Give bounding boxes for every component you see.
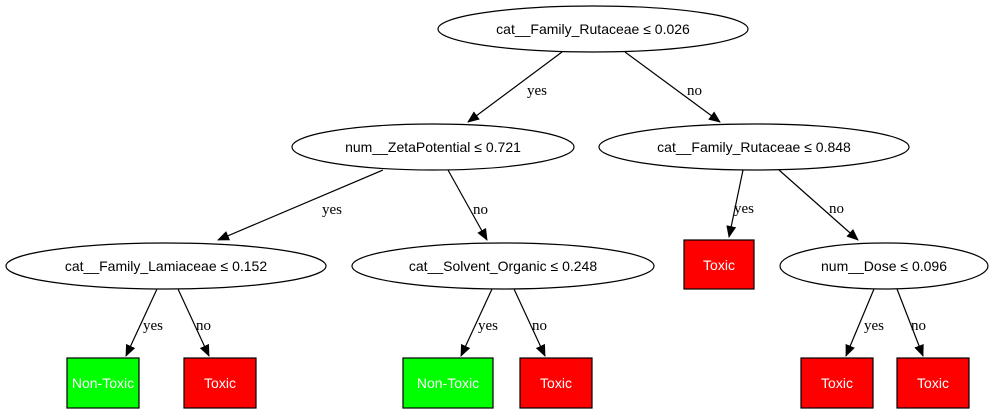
edge-rutaceae2-toxic — [726, 169, 744, 238]
leaf-toxic: Toxic — [896, 357, 970, 409]
node-solvent: cat__Solvent_Organic ≤ 0.248 — [351, 242, 655, 290]
edge-solvent-toxic — [513, 288, 546, 357]
node-root: cat__Family_Rutaceae ≤ 0.026 — [437, 5, 749, 53]
leaf-toxic: Toxic — [519, 357, 593, 409]
edge-label-no: no — [911, 318, 926, 334]
node-dose-label: num__Dose ≤ 0.096 — [821, 258, 947, 274]
edge-label-no: no — [473, 202, 488, 218]
leaf-label: Non-Toxic — [72, 375, 134, 391]
leaf-label: Toxic — [204, 375, 236, 391]
node-root-label: cat__Family_Rutaceae ≤ 0.026 — [496, 21, 690, 37]
edge-label-no: no — [829, 201, 844, 217]
edge-label-no: no — [196, 318, 211, 334]
leaf-non-toxic: Non-Toxic — [66, 357, 140, 409]
edges: yes no yes no yes no yes no yes no yes n… — [125, 51, 926, 357]
edge-dose-toxic-left — [845, 288, 875, 357]
node-zeta-label: num__ZetaPotential ≤ 0.721 — [345, 139, 521, 155]
node-dose: num__Dose ≤ 0.096 — [779, 242, 989, 290]
leaf-label: Toxic — [917, 375, 949, 391]
leaf-toxic: Toxic — [800, 357, 874, 409]
leaf-toxic: Toxic — [683, 239, 755, 290]
edge-root-rutaceae2 — [624, 51, 721, 123]
edge-label-yes: yes — [527, 83, 547, 99]
edge-label-yes: yes — [143, 318, 163, 334]
node-solvent-label: cat__Solvent_Organic ≤ 0.248 — [409, 258, 597, 274]
edge-label-yes: yes — [478, 318, 498, 334]
edge-root-zeta — [467, 51, 563, 123]
node-rutaceae2-label: cat__Family_Rutaceae ≤ 0.848 — [657, 139, 851, 155]
leaf-label: Non-Toxic — [417, 375, 479, 391]
edge-zeta-lamiaceae — [217, 169, 384, 241]
leaf-non-toxic: Non-Toxic — [402, 357, 494, 409]
edge-lamiaceae-toxic — [177, 288, 210, 357]
node-lamiaceae-label: cat__Family_Lamiaceae ≤ 0.152 — [65, 258, 267, 274]
edge-label-yes: yes — [864, 318, 884, 334]
edge-dose-toxic-right — [896, 288, 924, 357]
edge-rutaceae2-dose — [778, 169, 859, 241]
edge-label-no: no — [687, 83, 702, 99]
leaf-label: Toxic — [821, 375, 853, 391]
leaf-label: Toxic — [540, 375, 572, 391]
edge-label-yes: yes — [734, 201, 754, 217]
leaf-label: Toxic — [703, 257, 735, 273]
edge-lamiaceae-nontoxic — [125, 288, 158, 357]
edge-label-yes: yes — [322, 202, 342, 218]
edge-zeta-solvent — [447, 169, 488, 241]
leaf-toxic: Toxic — [183, 357, 257, 409]
node-rutaceae2: cat__Family_Rutaceae ≤ 0.848 — [598, 123, 910, 171]
edge-label-no: no — [532, 318, 547, 334]
node-zeta: num__ZetaPotential ≤ 0.721 — [291, 123, 575, 171]
node-lamiaceae: cat__Family_Lamiaceae ≤ 0.152 — [5, 242, 327, 290]
edge-solvent-nontoxic — [460, 288, 493, 357]
